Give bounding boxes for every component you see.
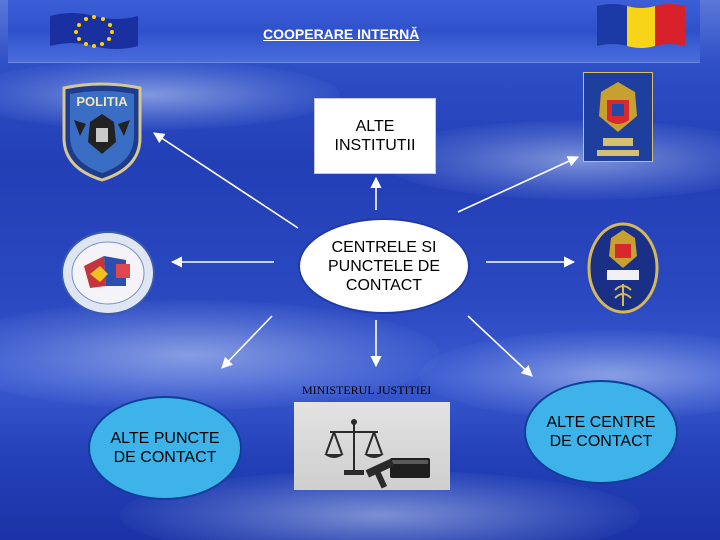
alte-centre-label: ALTE CENTRE DE CONTACT xyxy=(546,414,656,450)
eu-flag-icon xyxy=(50,13,138,49)
alte-centre-ellipse: ALTE CENTRE DE CONTACT xyxy=(524,380,678,484)
centrele-si-punctele-ellipse: CENTRELE SI PUNCTELE DE CONTACT xyxy=(298,218,470,314)
arrow-to-alte-puncte xyxy=(221,315,273,369)
arrow-to-emblem-top-right xyxy=(457,156,580,213)
page-title: COOPERARE INTERNĂ xyxy=(263,26,420,42)
coat-of-arms-emblem-icon xyxy=(583,72,653,162)
justice-image xyxy=(294,402,450,490)
alte-puncte-ellipse: ALTE PUNCTE DE CONTACT xyxy=(88,396,242,500)
romania-flag-icon xyxy=(597,4,685,48)
arrow-to-alte-centre xyxy=(467,315,533,377)
oval-badge-emblem-icon xyxy=(587,222,659,314)
centrele-label: CENTRELE SI PUNCTELE DE CONTACT xyxy=(327,238,441,294)
ministerul-justitiei-label: MINISTERUL JUSTITIEI xyxy=(302,383,432,397)
cloud xyxy=(380,120,720,200)
alte-institutii-box: ALTE INSTITUTII xyxy=(314,98,436,174)
cloud xyxy=(0,300,440,410)
scales-and-gavel-icon xyxy=(324,419,430,489)
title-bar: COOPERARE INTERNĂ xyxy=(8,0,700,63)
round-seal-emblem-icon xyxy=(61,231,155,315)
alte-institutii-label: ALTE INSTITUTII xyxy=(334,118,416,154)
alte-puncte-label: ALTE PUNCTE DE CONTACT xyxy=(110,430,220,466)
svg-text:POLITIA: POLITIA xyxy=(76,94,128,109)
arrow-to-politia xyxy=(153,132,299,229)
politia-emblem-icon: POLITIA xyxy=(62,82,142,182)
cloud xyxy=(0,60,340,130)
